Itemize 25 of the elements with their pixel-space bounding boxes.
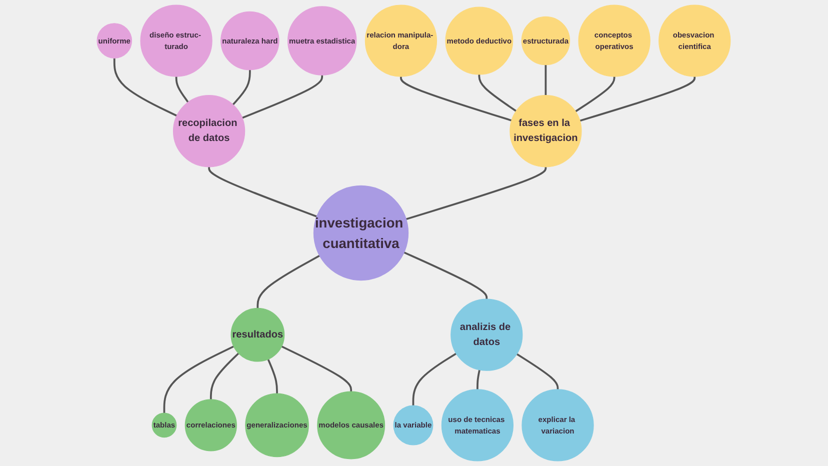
connector xyxy=(208,166,318,218)
connector xyxy=(282,346,352,392)
connector xyxy=(232,70,252,106)
connector xyxy=(545,64,547,96)
connector xyxy=(516,353,559,390)
connector xyxy=(404,252,488,300)
connector xyxy=(400,76,512,122)
node-circle: analizis de datos xyxy=(450,298,524,371)
connector xyxy=(242,75,324,119)
connector xyxy=(210,352,240,400)
node-circle: recopilacion de datos xyxy=(173,95,246,168)
connector xyxy=(575,76,616,112)
connector xyxy=(257,254,320,308)
connector xyxy=(268,358,278,394)
connector xyxy=(164,346,234,414)
connector xyxy=(580,76,696,122)
connector xyxy=(478,74,517,112)
connector xyxy=(412,352,457,406)
node-circle: investigacion cuantitativa xyxy=(314,185,409,281)
connector xyxy=(406,166,547,220)
node-circle: resultados xyxy=(231,308,285,362)
connector xyxy=(114,58,178,117)
node-circle: fases en la investigacion xyxy=(510,95,582,168)
connector xyxy=(476,370,481,390)
connector xyxy=(176,76,190,103)
